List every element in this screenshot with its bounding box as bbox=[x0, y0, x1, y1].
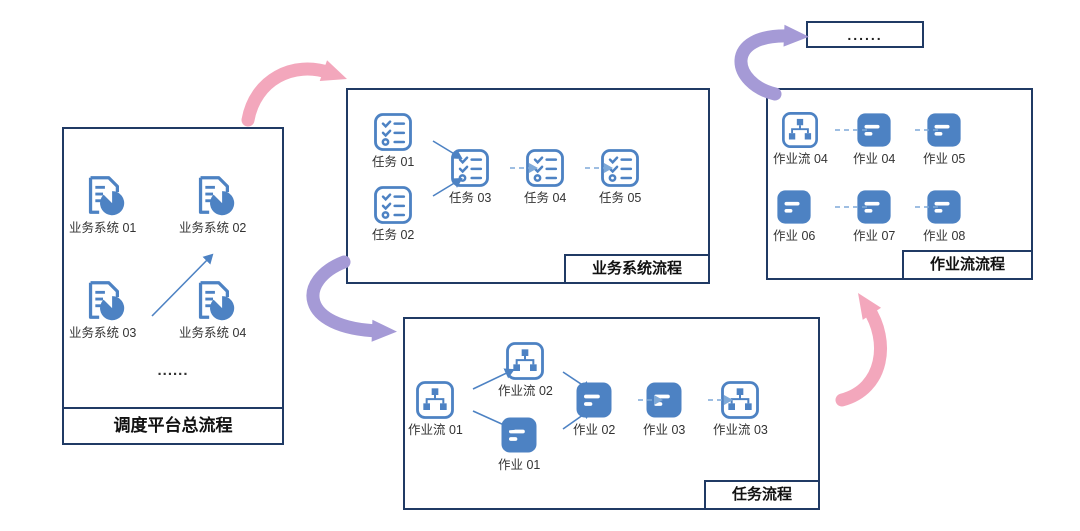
node-job-06: 作业 06 bbox=[773, 188, 815, 243]
node-task-01: 任务 01 bbox=[372, 112, 414, 169]
node-label: 作业流 04 bbox=[773, 152, 828, 166]
node-job-01: 作业 01 bbox=[498, 415, 540, 472]
left-panel-ellipsis: ...... bbox=[157, 362, 189, 379]
node-label: 作业 03 bbox=[643, 423, 686, 437]
job-icon bbox=[499, 415, 539, 455]
node-label: 作业流 02 bbox=[498, 384, 553, 398]
workflow-hierarchy-icon bbox=[505, 341, 545, 381]
node-label: 业务系统 01 bbox=[69, 221, 137, 235]
node-job-04: 作业 04 bbox=[853, 111, 895, 166]
job-icon bbox=[574, 380, 614, 420]
arrow-left-to-top-panel bbox=[241, 60, 347, 127]
job-icon bbox=[775, 188, 813, 226]
node-label: 作业 04 bbox=[853, 152, 896, 166]
node-label: 任务 05 bbox=[599, 191, 642, 205]
more-box: ...... bbox=[806, 21, 924, 48]
node-label: 业务系统 02 bbox=[179, 221, 247, 235]
node-label: 作业流 03 bbox=[713, 423, 768, 437]
node-label: 任务 03 bbox=[449, 191, 492, 205]
node-label: 作业 08 bbox=[923, 229, 966, 243]
node-jobflow-03: 作业流 03 bbox=[713, 380, 768, 437]
arrow-bottom-to-right-panel bbox=[835, 293, 887, 407]
node-label: 任务 04 bbox=[524, 191, 567, 205]
node-business-system-01: 业务系统 01 bbox=[69, 172, 136, 235]
scheduling-platform-panel: ...... 调度平台总流程 bbox=[62, 127, 284, 445]
node-business-system-02: 业务系统 02 bbox=[179, 172, 246, 235]
job-icon bbox=[925, 111, 963, 149]
node-jobflow-02: 作业流 02 bbox=[498, 341, 553, 398]
document-pie-icon bbox=[80, 172, 126, 218]
document-pie-icon bbox=[190, 172, 236, 218]
job-icon bbox=[925, 188, 963, 226]
node-job-05: 作业 05 bbox=[923, 111, 965, 166]
node-label: 业务系统 04 bbox=[179, 326, 247, 340]
node-label: 任务 02 bbox=[372, 228, 415, 242]
document-pie-icon bbox=[190, 277, 236, 323]
node-business-system-03: 业务系统 03 bbox=[69, 277, 136, 340]
task-checklist-icon bbox=[525, 148, 565, 188]
arrow-right-to-more-box bbox=[734, 24, 809, 101]
top-panel-title: 业务系统流程 bbox=[563, 254, 710, 284]
node-label: 作业 07 bbox=[853, 229, 896, 243]
task-checklist-icon bbox=[450, 148, 490, 188]
node-job-07: 作业 07 bbox=[853, 188, 895, 243]
node-label: 作业 01 bbox=[498, 458, 541, 472]
node-task-02: 任务 02 bbox=[372, 185, 414, 242]
workflow-hierarchy-icon bbox=[415, 380, 455, 420]
right-panel-title: 作业流流程 bbox=[901, 250, 1033, 280]
node-label: 作业 05 bbox=[923, 152, 966, 166]
jobflow-flow-panel: 作业流流程 bbox=[766, 88, 1033, 280]
node-business-system-04: 业务系统 04 bbox=[179, 277, 246, 340]
node-label: 作业流 01 bbox=[408, 423, 463, 437]
workflow-hierarchy-icon bbox=[720, 380, 760, 420]
document-pie-icon bbox=[80, 277, 126, 323]
node-label: 作业 06 bbox=[773, 229, 816, 243]
task-flow-panel: 任务流程 bbox=[403, 317, 820, 510]
node-label: 任务 01 bbox=[372, 155, 415, 169]
node-jobflow-01: 作业流 01 bbox=[408, 380, 463, 437]
left-panel-title: 调度平台总流程 bbox=[62, 406, 284, 445]
workflow-hierarchy-icon bbox=[781, 111, 819, 149]
node-jobflow-04: 作业流 04 bbox=[773, 111, 828, 166]
node-task-03: 任务 03 bbox=[449, 148, 491, 205]
bottom-panel-title: 任务流程 bbox=[703, 480, 820, 510]
job-icon bbox=[855, 188, 893, 226]
node-job-03: 作业 03 bbox=[643, 380, 685, 437]
node-job-08: 作业 08 bbox=[923, 188, 965, 243]
task-checklist-icon bbox=[600, 148, 640, 188]
job-icon bbox=[855, 111, 893, 149]
task-checklist-icon bbox=[373, 112, 413, 152]
task-checklist-icon bbox=[373, 185, 413, 225]
job-icon bbox=[644, 380, 684, 420]
node-label: 作业 02 bbox=[573, 423, 616, 437]
business-system-flow-panel: 业务系统流程 bbox=[346, 88, 710, 284]
node-task-05: 任务 05 bbox=[599, 148, 641, 205]
node-label: 业务系统 03 bbox=[69, 326, 137, 340]
node-job-02: 作业 02 bbox=[573, 380, 615, 437]
node-task-04: 任务 04 bbox=[524, 148, 566, 205]
